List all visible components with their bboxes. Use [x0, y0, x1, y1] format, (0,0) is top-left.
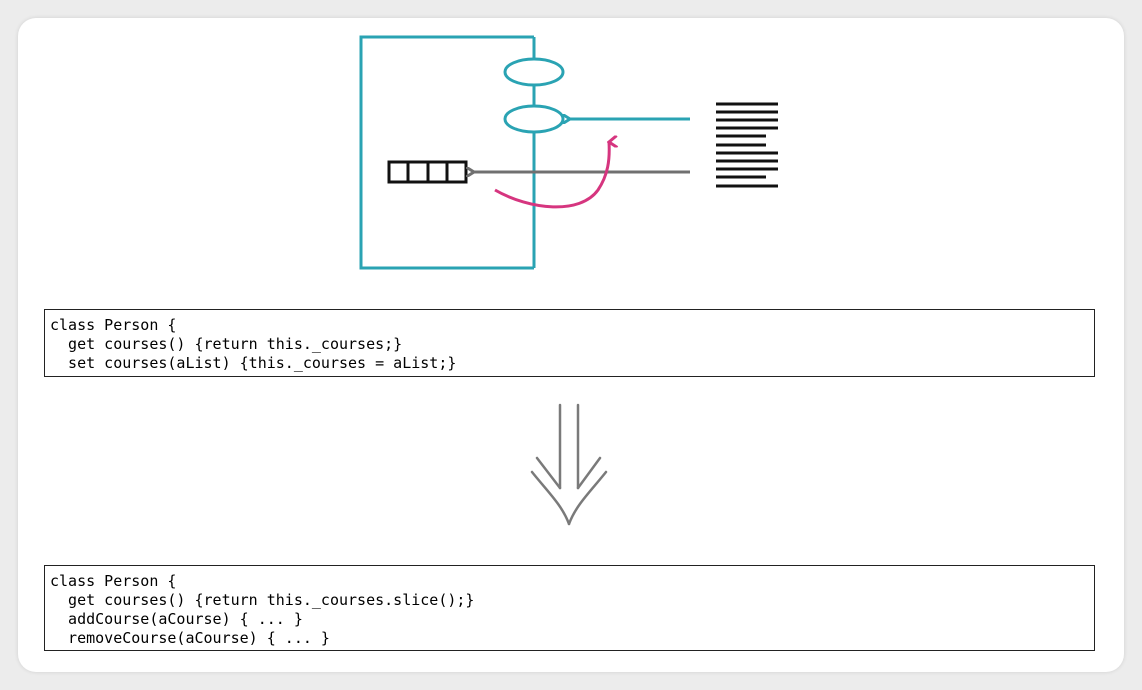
code-line: addCourse(aCourse) { ... }	[50, 610, 303, 628]
after-code-box: class Person { get courses() {return thi…	[44, 565, 1095, 651]
code-line: get courses() {return this._courses.slic…	[50, 591, 475, 609]
code-line: class Person {	[50, 572, 177, 590]
encapsulate-collection-diagram	[359, 35, 778, 270]
intercept-arrow	[494, 142, 609, 209]
code-line: set courses(aList) {this._courses = aLis…	[50, 354, 457, 372]
code-line: class Person {	[50, 316, 177, 334]
before-code: class Person { get courses() {return thi…	[50, 316, 1089, 373]
getter-accessor	[503, 57, 565, 87]
code-line: get courses() {return this._courses;}	[50, 335, 403, 353]
code-line: removeCourse(aCourse) { ... }	[50, 629, 330, 647]
collection-field	[387, 160, 468, 184]
external-list	[716, 102, 778, 188]
after-code: class Person { get courses() {return thi…	[50, 572, 1089, 648]
before-code-box: class Person { get courses() {return thi…	[44, 309, 1095, 377]
